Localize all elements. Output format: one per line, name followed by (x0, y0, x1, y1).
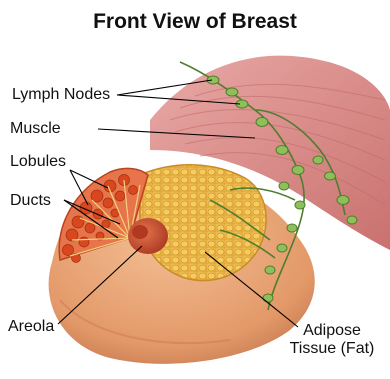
label-lobules: Lobules (10, 153, 66, 171)
nipple (132, 225, 148, 239)
diagram-title: Front View of Breast (0, 10, 390, 34)
label-ducts: Ducts (10, 192, 51, 210)
label-lymph-nodes: Lymph Nodes (12, 86, 110, 104)
label-areola: Areola (8, 318, 54, 336)
label-adipose-tissue: Adipose Tissue (Fat) (280, 322, 384, 358)
label-adipose-line1: Adipose (280, 322, 384, 340)
label-adipose-line2: Tissue (Fat) (280, 340, 384, 358)
label-muscle: Muscle (10, 120, 61, 138)
